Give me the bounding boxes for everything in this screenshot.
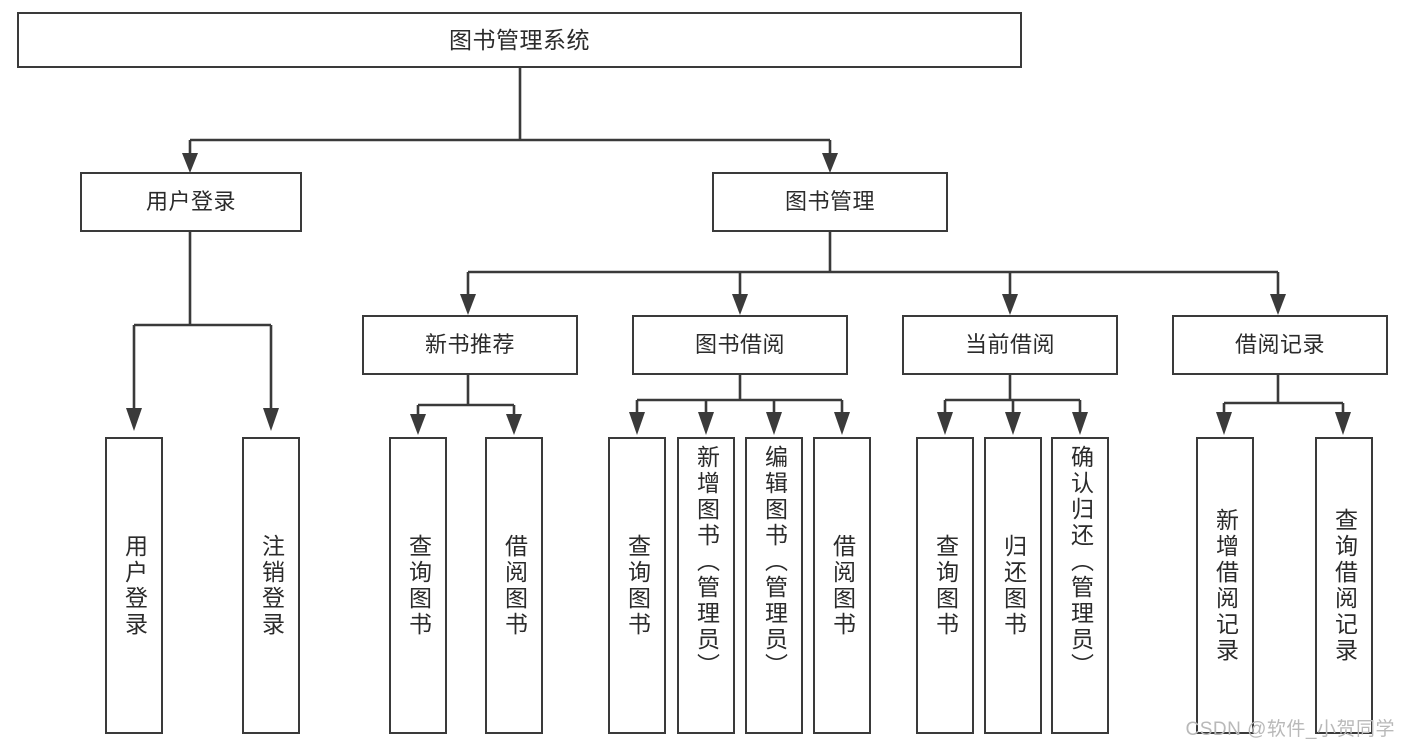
node-label: 新增图书（管理员） (693, 445, 720, 679)
node-label: 归还图书 (1000, 533, 1027, 638)
node-label: 用户登录 (145, 189, 236, 215)
node-label: 查询图书 (624, 533, 651, 638)
node-new-book-recommend[interactable]: 新书推荐 (362, 315, 578, 375)
arrowhead-bb-leaf-2 (698, 412, 714, 435)
node-label: 当前借阅 (964, 332, 1055, 358)
node-book-management[interactable]: 图书管理 (712, 172, 948, 232)
arrowhead-leaf-logout (263, 408, 279, 431)
node-book-borrow[interactable]: 图书借阅 (632, 315, 848, 375)
node-label: 图书管理 (784, 189, 875, 215)
arrowhead-leaf-user-login (126, 408, 142, 431)
node-label: 编辑图书（管理员） (761, 445, 788, 679)
arrowhead-bb-leaf-3 (766, 412, 782, 435)
arrowhead-bb-leaf-1 (629, 412, 645, 435)
leaf-bb-edit-book[interactable]: 编辑图书（管理员） (745, 437, 803, 734)
node-label: 查询图书 (405, 533, 432, 638)
node-label: 确认归还（管理员） (1067, 445, 1094, 679)
leaf-bb-borrow-book[interactable]: 借阅图书 (813, 437, 871, 734)
leaf-br-add-record[interactable]: 新增借阅记录 (1196, 437, 1254, 734)
arrowhead-borrow-record (1270, 294, 1286, 315)
node-label: 查询图书 (932, 533, 959, 638)
node-label: 借阅记录 (1234, 332, 1325, 358)
node-label: 用户登录 (121, 533, 148, 638)
arrowhead-br-leaf-2 (1335, 412, 1351, 435)
arrowhead-bb-leaf-4 (834, 412, 850, 435)
leaf-br-query-record[interactable]: 查询借阅记录 (1315, 437, 1373, 734)
node-label: 新书推荐 (424, 332, 515, 358)
leaf-cb-query-book[interactable]: 查询图书 (916, 437, 974, 734)
node-label: 图书借阅 (694, 332, 785, 358)
node-current-borrow[interactable]: 当前借阅 (902, 315, 1118, 375)
leaf-cb-return-book[interactable]: 归还图书 (984, 437, 1042, 734)
node-label: 查询借阅记录 (1331, 507, 1358, 664)
arrowhead-cb-leaf-2 (1005, 412, 1021, 435)
node-label: 注销登录 (258, 533, 285, 638)
leaf-user-login[interactable]: 用户登录 (105, 437, 163, 734)
arrowhead-new-book (460, 294, 476, 315)
leaf-bb-add-book[interactable]: 新增图书（管理员） (677, 437, 735, 734)
watermark-text: CSDN @软件_小贺同学 (1185, 719, 1395, 740)
arrowhead-user-login (182, 153, 198, 173)
leaf-bb-query-book[interactable]: 查询图书 (608, 437, 666, 734)
node-root-system[interactable]: 图书管理系统 (17, 12, 1022, 68)
node-user-login[interactable]: 用户登录 (80, 172, 302, 232)
node-label: 借阅图书 (829, 533, 856, 638)
arrowhead-nb-leaf-2 (506, 414, 522, 435)
arrowhead-current-borrow (1002, 294, 1018, 315)
arrowhead-nb-leaf-1 (410, 414, 426, 435)
arrowhead-book-manage (822, 153, 838, 173)
arrowhead-book-borrow (732, 294, 748, 315)
arrowhead-cb-leaf-1 (937, 412, 953, 435)
leaf-logout[interactable]: 注销登录 (242, 437, 300, 734)
leaf-nb-query-book[interactable]: 查询图书 (389, 437, 447, 734)
node-borrow-record[interactable]: 借阅记录 (1172, 315, 1388, 375)
leaf-cb-confirm-return[interactable]: 确认归还（管理员） (1051, 437, 1109, 734)
node-label: 新增借阅记录 (1212, 507, 1239, 664)
arrowhead-br-leaf-1 (1216, 412, 1232, 435)
node-label: 借阅图书 (501, 533, 528, 638)
arrowhead-cb-leaf-3 (1072, 412, 1088, 435)
leaf-nb-borrow-book[interactable]: 借阅图书 (485, 437, 543, 734)
node-label: 图书管理系统 (449, 26, 590, 53)
